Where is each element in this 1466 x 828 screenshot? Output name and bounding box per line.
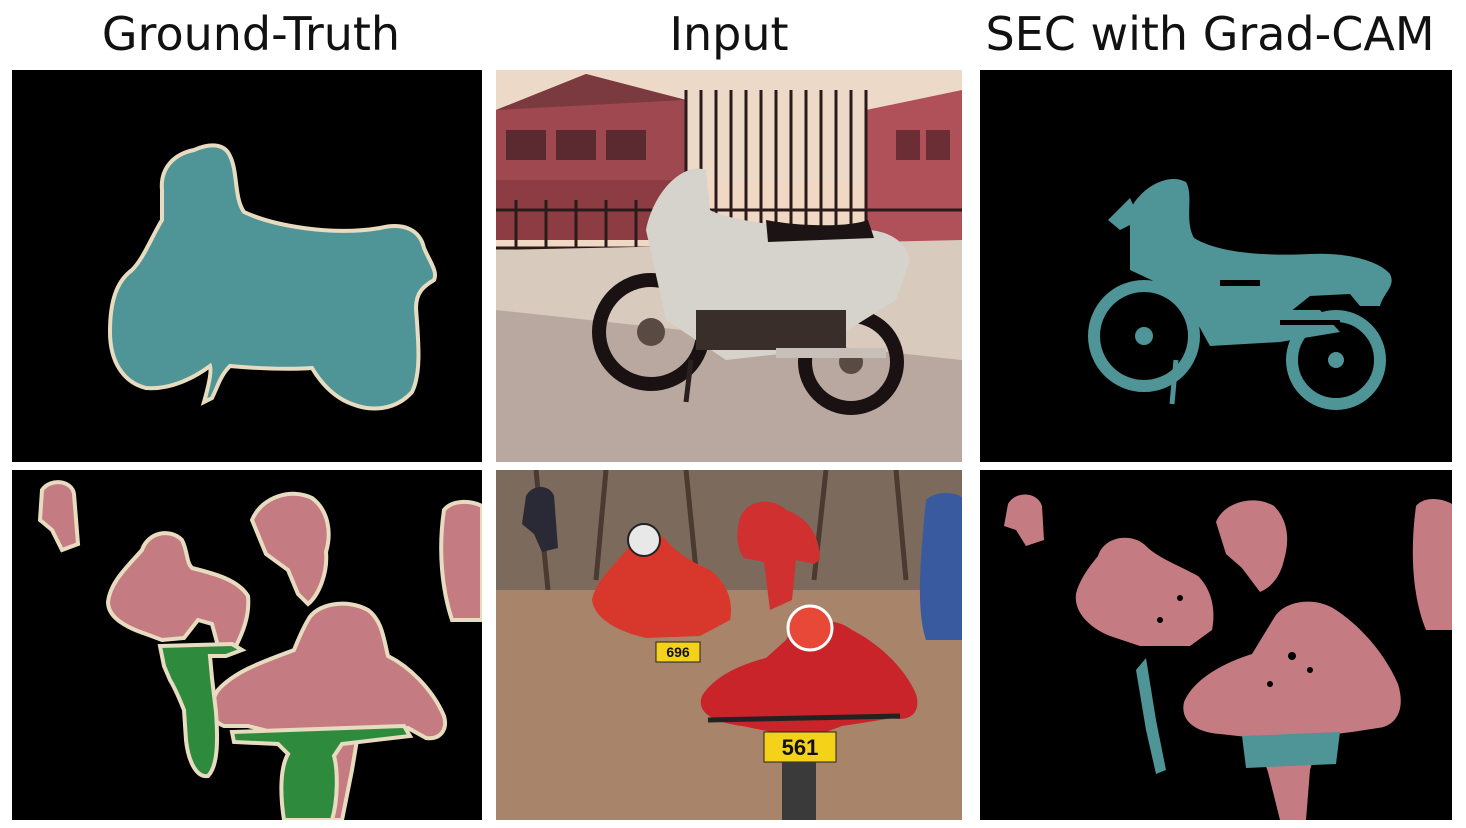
column-title-ground-truth: Ground-Truth	[101, 7, 401, 61]
input-photo-motorcycle	[496, 70, 962, 462]
spectator-red-jacket	[737, 501, 820, 610]
predicted-person-small	[1004, 494, 1044, 546]
bicycle-mask-rear	[157, 641, 247, 779]
input-photo-cyclists: 696 561	[496, 470, 962, 820]
spectator-blue	[919, 493, 962, 640]
person-mask-front-cyclist	[210, 601, 447, 820]
predicted-person-rear-cyclist	[1075, 537, 1214, 646]
bib-number-rear: 696	[666, 644, 690, 660]
person-mask-edge	[439, 499, 482, 622]
ground-truth-cyclists-mask	[12, 470, 482, 820]
ground-truth-motorbike-mask	[12, 70, 482, 462]
predicted-person-edge	[1412, 499, 1452, 630]
person-mask-rear-cyclist	[105, 531, 251, 648]
motorcycle	[592, 168, 910, 415]
front-cyclist	[700, 620, 918, 732]
predicted-bicycle-rear	[1136, 658, 1166, 774]
motorbike-mask-region	[107, 143, 437, 411]
bicycle-mask-front	[229, 723, 414, 820]
column-title-input: Input	[669, 7, 789, 61]
person-mask-standing	[249, 491, 331, 607]
sec-gradcam-cyclists-prediction	[980, 470, 1452, 820]
bib-number-front: 561	[782, 735, 819, 760]
column-title-sec-gradcam: SEC with Grad-CAM	[985, 7, 1435, 61]
rear-cyclist	[592, 532, 732, 638]
predicted-bicycle-front	[1242, 732, 1340, 768]
person-mask-small	[37, 480, 81, 553]
predicted-person-front-cyclist	[1183, 601, 1401, 820]
predicted-person-standing	[1216, 500, 1288, 592]
spectator-dark	[522, 487, 558, 552]
sec-gradcam-motorbike-prediction	[980, 70, 1452, 462]
